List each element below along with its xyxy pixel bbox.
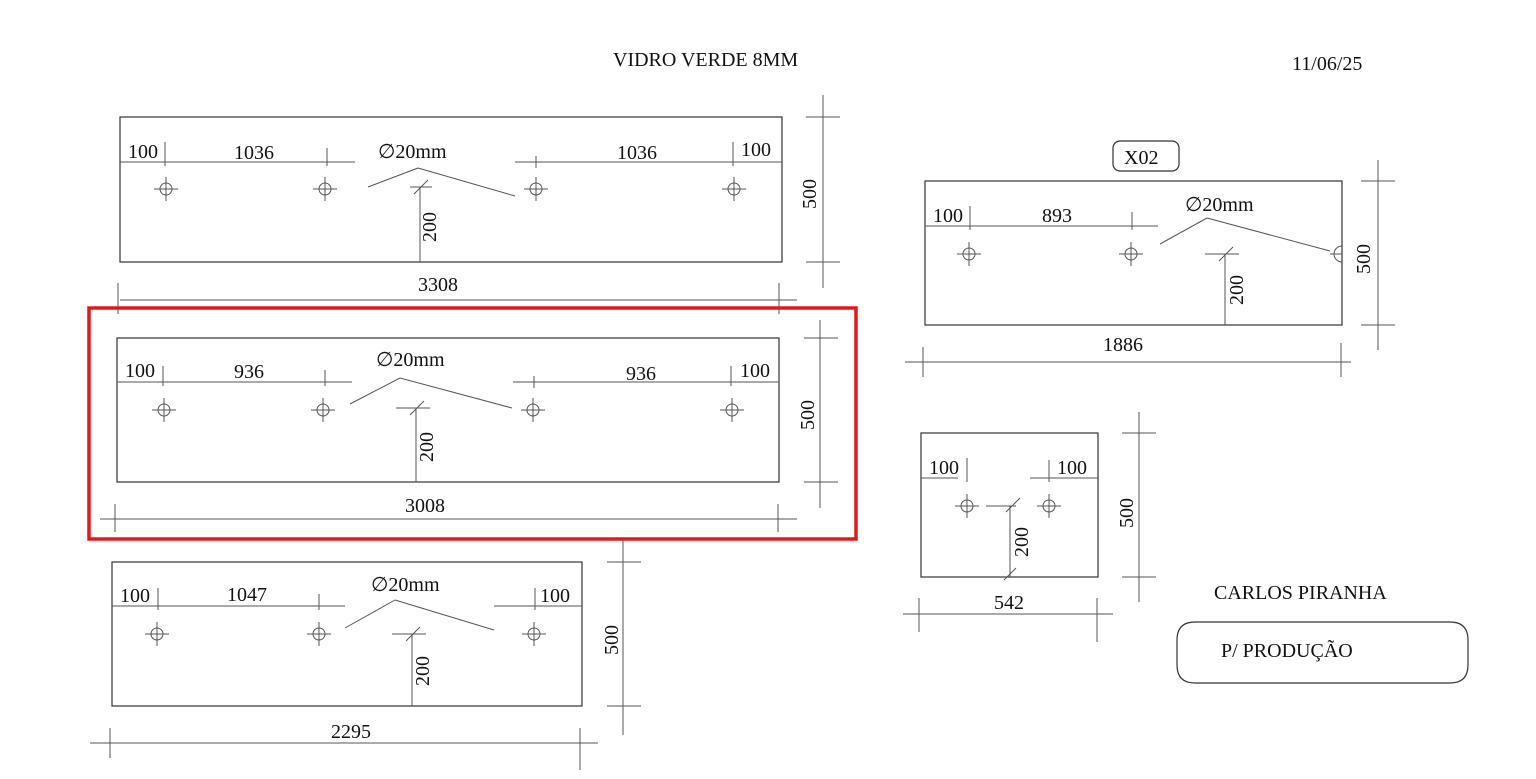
p4-hole-height: 200 [1226, 275, 1248, 305]
status-box [1176, 621, 1469, 684]
p4-tag: X02 [1124, 147, 1158, 169]
selection-highlight [87, 306, 858, 541]
p4-height: 500 [1353, 244, 1375, 274]
panel-tag-box [1112, 140, 1180, 172]
p5-margin-left: 100 [929, 457, 959, 479]
panel-542: 100 100 200 542 500 [903, 412, 1156, 642]
panel-1886: X02 100 893 ∅20mm 200 1886 500 [905, 140, 1395, 377]
p1-height: 500 [799, 179, 821, 209]
p2-height: 500 [797, 400, 819, 430]
p2-margin-right: 100 [740, 360, 770, 382]
status-label: P/ PRODUÇÃO [1221, 638, 1353, 662]
material-title: VIDRO VERDE 8MM [613, 49, 798, 71]
p4-span-left: 893 [1042, 205, 1072, 227]
p2-margin-left: 100 [125, 360, 155, 382]
p2-span-right: 936 [626, 363, 656, 385]
drawing-date: 11/06/25 [1292, 53, 1362, 75]
p1-hole-diameter: ∅20mm [378, 141, 447, 163]
p5-height: 500 [1116, 498, 1138, 528]
p1-hole-height: 200 [419, 212, 441, 242]
p4-hole-diameter: ∅20mm [1185, 194, 1254, 216]
p3-margin-right: 100 [540, 585, 570, 607]
p4-margin-left: 100 [933, 205, 963, 227]
p2-hole-diameter: ∅20mm [376, 349, 445, 371]
p1-span-right: 1036 [617, 142, 657, 164]
p5-hole-height: 200 [1011, 527, 1033, 557]
panel-2295: 100 1047 ∅20mm 100 200 2295 500 [90, 540, 641, 770]
p3-height: 500 [601, 625, 623, 655]
p3-margin-left: 100 [120, 585, 150, 607]
p3-span-left: 1047 [227, 584, 267, 606]
panel-3008: 100 936 ∅20mm 936 100 200 3008 500 [100, 320, 838, 532]
p2-width: 3008 [405, 495, 445, 517]
p5-width: 542 [994, 592, 1024, 614]
p3-hole-diameter: ∅20mm [371, 574, 440, 596]
p1-margin-left: 100 [128, 141, 158, 163]
p4-width: 1886 [1103, 334, 1143, 356]
p1-width: 3308 [418, 274, 458, 296]
panel-3308: 100 1036 ∅20mm 1036 100 200 3308 500 [117, 95, 840, 314]
p3-width: 2295 [331, 721, 371, 743]
p3-hole-height: 200 [412, 656, 434, 686]
p2-span-left: 936 [234, 361, 264, 383]
p2-hole-height: 200 [416, 432, 438, 462]
p1-span-left: 1036 [234, 142, 274, 164]
client-name: CARLOS PIRANHA [1214, 582, 1387, 604]
p1-margin-right: 100 [741, 139, 771, 161]
p5-margin-right: 100 [1057, 457, 1087, 479]
